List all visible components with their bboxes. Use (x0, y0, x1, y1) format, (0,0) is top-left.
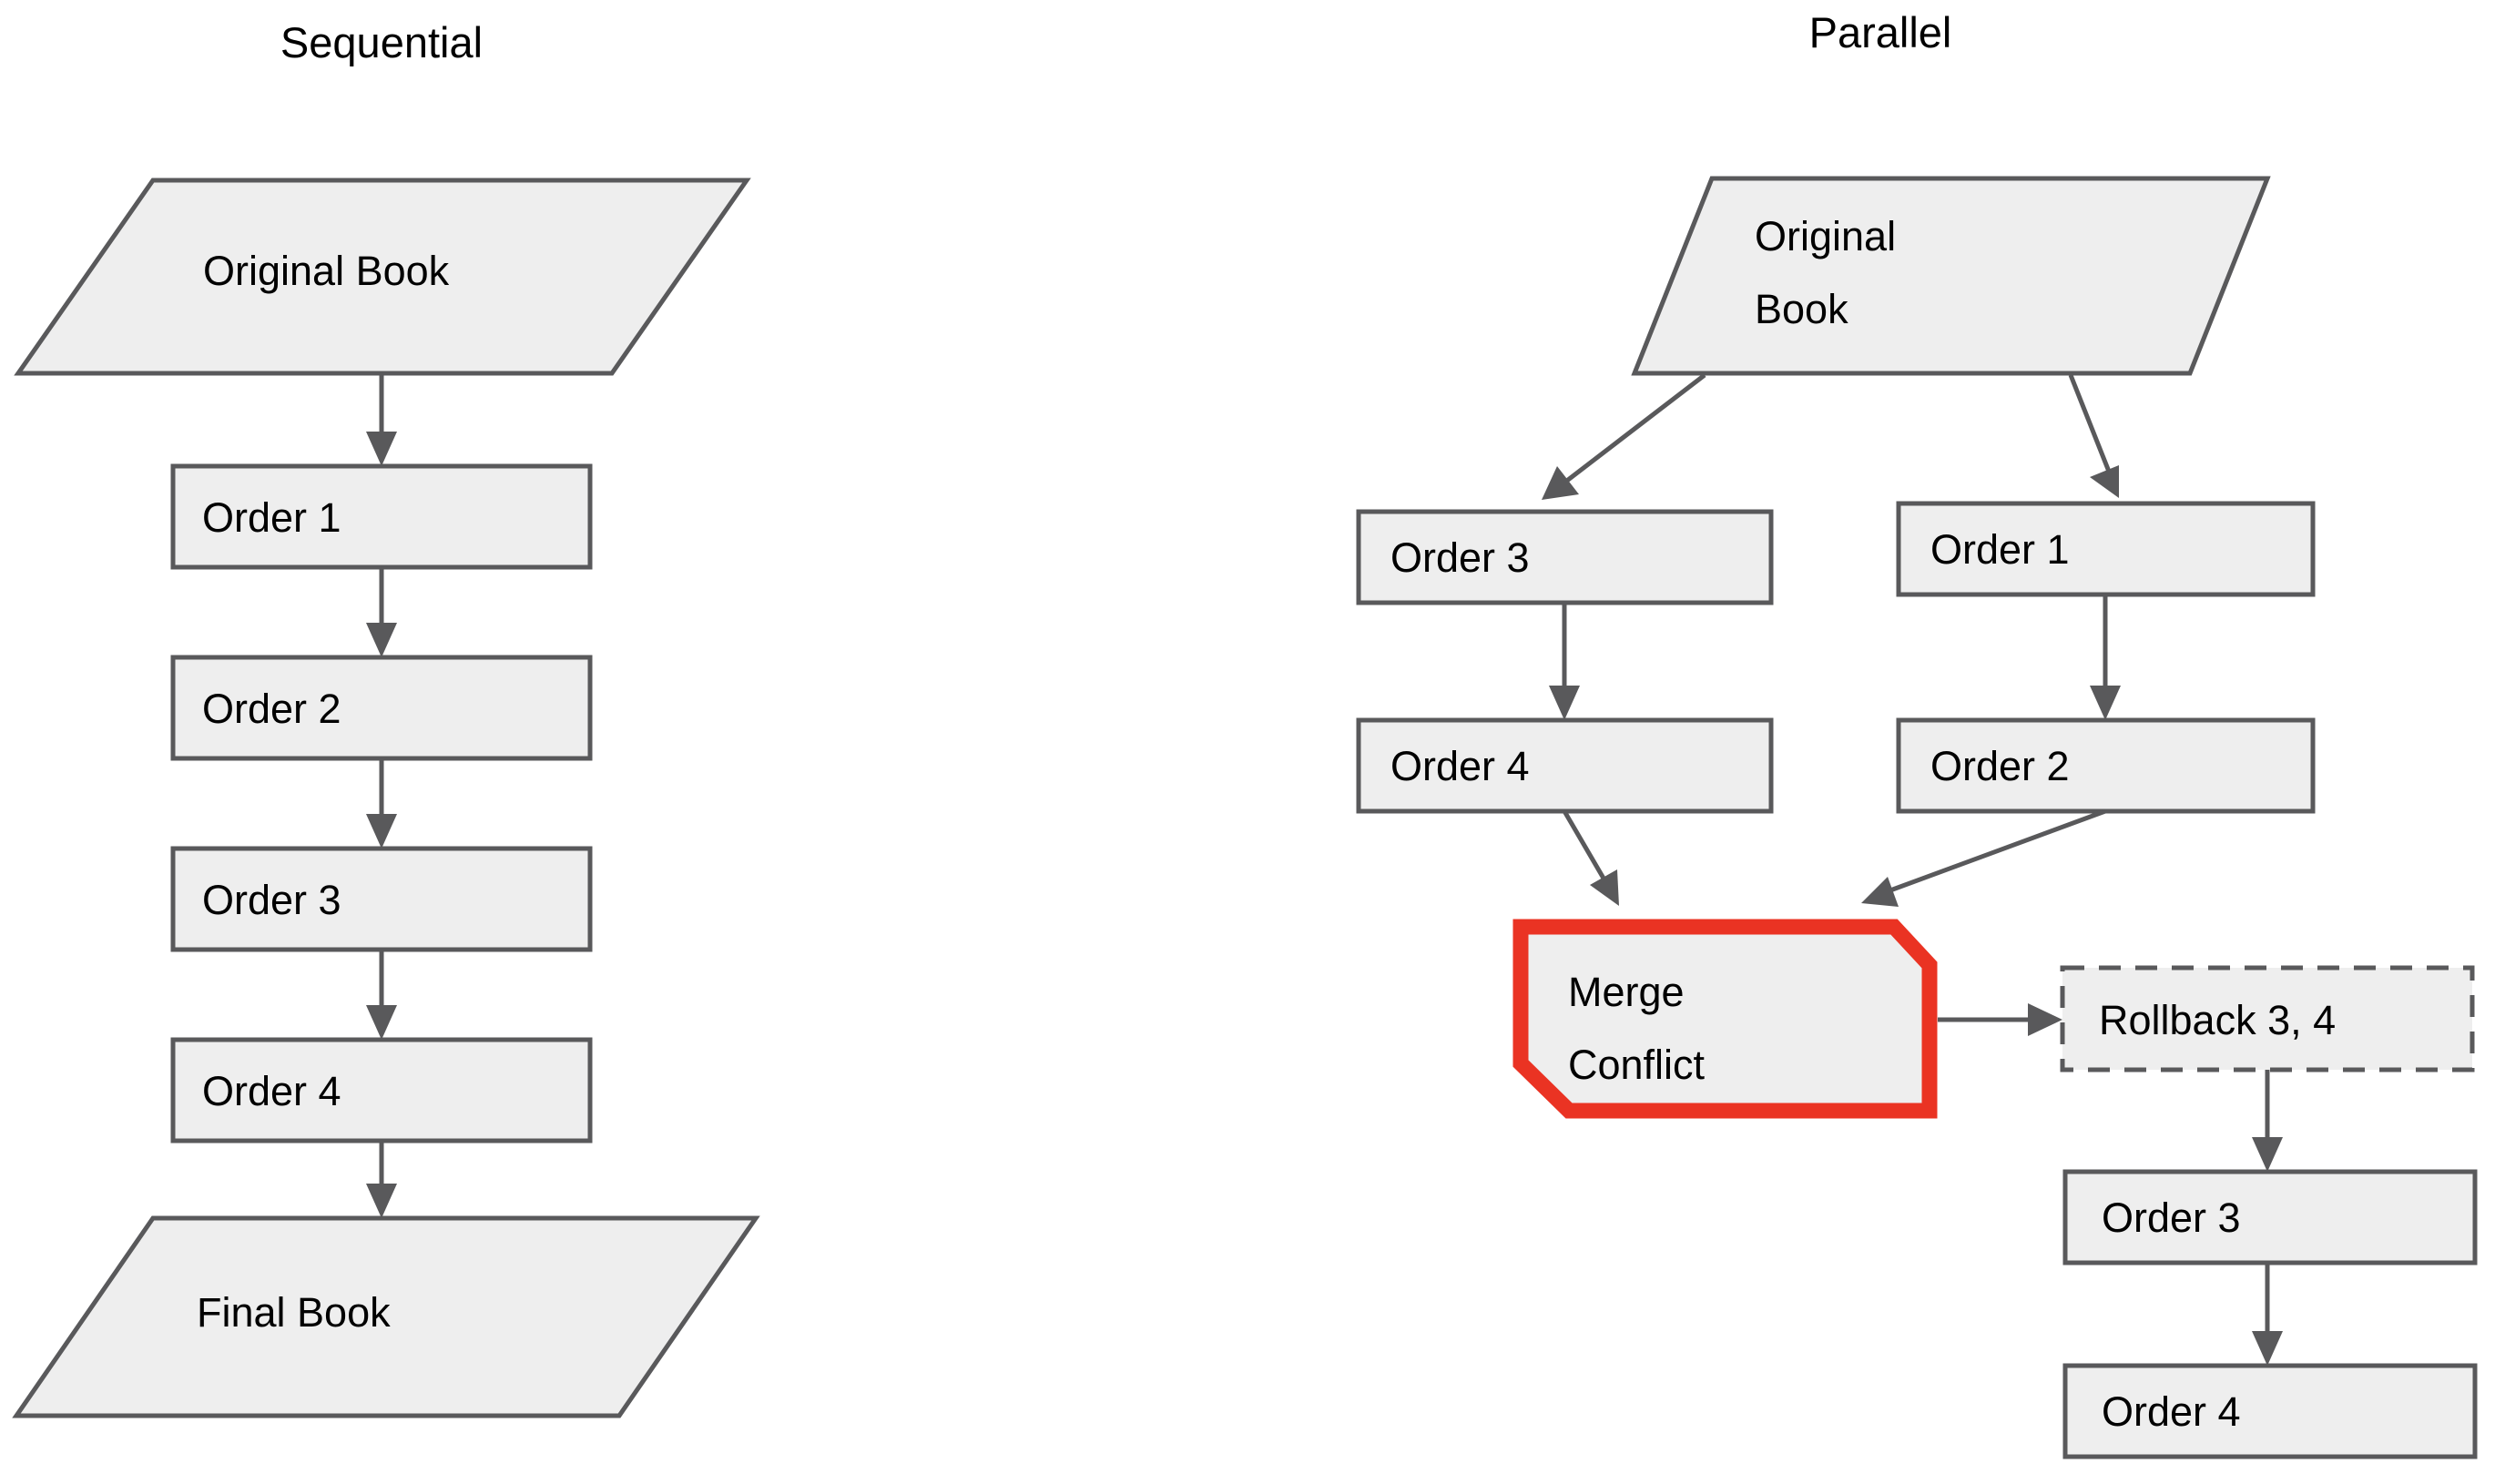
node-parallel-right-order-1[interactable]: Order 1 (1896, 501, 2316, 597)
dashed-rect-shape (2060, 965, 2475, 1072)
sequential-column-title: Sequential (280, 18, 483, 66)
rect-shape (170, 463, 593, 570)
node-label: Order 4 (1390, 743, 1530, 789)
node-label: Order 3 (202, 877, 341, 923)
node-parallel-retry-order-4[interactable]: Order 4 (2062, 1363, 2478, 1459)
node-label: Order 2 (1930, 743, 2070, 789)
edge-seq-start-to-order1 (366, 373, 397, 466)
edge-parallel-order4-to-conflict (1562, 809, 1619, 906)
alert-shape (1512, 919, 1938, 1119)
node-sequential-order-2[interactable]: Order 2 (170, 655, 593, 761)
node-label: Order 4 (2102, 1388, 2241, 1435)
edge-seq-order2-to-order3 (366, 758, 397, 849)
node-sequential-order-3[interactable]: Order 3 (170, 846, 593, 952)
node-parallel-retry-order-3[interactable]: Order 3 (2062, 1169, 2478, 1265)
node-label: Order 3 (2102, 1194, 2241, 1241)
rect-shape (1356, 509, 1774, 605)
node-label-line-2: Book (1755, 286, 1848, 332)
rect-shape (2062, 1363, 2478, 1459)
edge-rollback-to-order3 (2252, 1070, 2283, 1172)
parallelogram-shape (12, 1215, 760, 1418)
edge-conflict-to-rollback (1938, 1003, 2062, 1036)
parallel-column-title: Parallel (1809, 8, 1952, 56)
edge-parallel-start-to-order1 (2068, 374, 2119, 498)
edge-seq-order3-to-order4 (366, 950, 397, 1040)
rect-shape (170, 846, 593, 952)
edge-retry-order3-to-order4 (2252, 1263, 2283, 1366)
edge-parallel-order1-to-order2 (2090, 595, 2121, 720)
edge-parallel-order3-to-order4 (1549, 603, 1580, 720)
node-parallel-left-order-4[interactable]: Order 4 (1356, 717, 1774, 814)
node-label-line-1: Merge (1568, 969, 1685, 1015)
node-label: Rollback 3, 4 (2099, 997, 2336, 1043)
rect-shape (170, 1037, 593, 1143)
node-sequential-order-4[interactable]: Order 4 (170, 1037, 593, 1143)
node-sequential-final-book[interactable]: Final Book (12, 1215, 760, 1418)
rect-shape (1896, 717, 2316, 814)
node-label: Order 1 (1930, 526, 2070, 573)
edge-seq-order4-to-final (366, 1141, 397, 1218)
rect-shape (1356, 717, 1774, 814)
parallelogram-shape (1631, 176, 2271, 376)
node-label: Order 2 (202, 686, 341, 732)
node-label-line-2: Conflict (1568, 1042, 1706, 1088)
node-parallel-left-order-3[interactable]: Order 3 (1356, 509, 1774, 605)
edge-parallel-start-to-order3 (1542, 373, 1706, 500)
edge-seq-order1-to-order2 (366, 567, 397, 657)
node-sequential-original-book[interactable]: Original Book (14, 178, 751, 376)
node-label: Order 3 (1390, 534, 1530, 581)
node-label: Final Book (197, 1289, 391, 1336)
rect-shape (2062, 1169, 2478, 1265)
edge-parallel-order2-to-conflict (1861, 808, 2106, 907)
node-parallel-merge-conflict[interactable]: Merge Conflict (1512, 919, 1938, 1119)
node-label-line-1: Original (1755, 213, 1896, 259)
rect-shape (1896, 501, 2316, 597)
node-sequential-order-1[interactable]: Order 1 (170, 463, 593, 570)
node-label: Order 4 (202, 1068, 341, 1114)
node-label: Order 1 (202, 494, 341, 541)
node-parallel-rollback[interactable]: Rollback 3, 4 (2060, 965, 2475, 1072)
node-label: Original Book (203, 248, 450, 294)
rect-shape (170, 655, 593, 761)
node-parallel-right-order-2[interactable]: Order 2 (1896, 717, 2316, 814)
node-parallel-original-book[interactable]: Original Book (1631, 176, 2271, 376)
parallelogram-shape (14, 178, 751, 376)
